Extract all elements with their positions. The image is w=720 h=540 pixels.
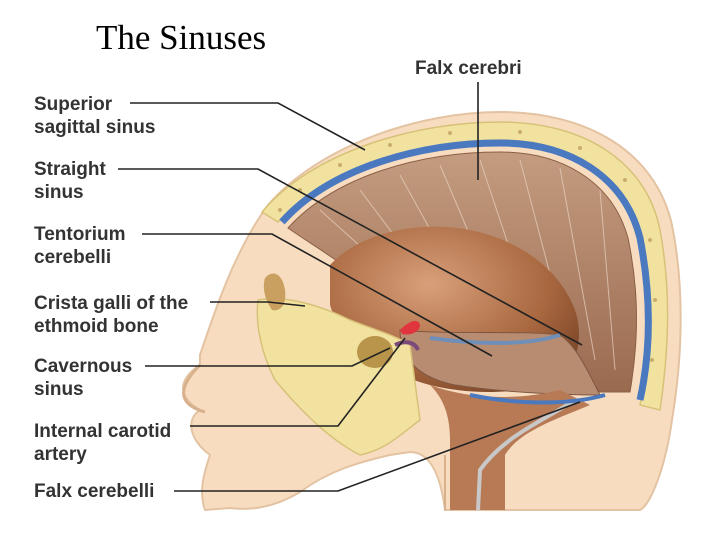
label-falx-cerebelli: Falx cerebelli — [34, 480, 154, 503]
label-straight-line2: sinus — [34, 181, 106, 204]
label-straight-sinus: Straight sinus — [34, 158, 106, 204]
label-tentorium-line1: Tentorium — [34, 223, 125, 246]
label-superior-sagittal-line2: sagittal sinus — [34, 116, 155, 139]
label-carotid-line2: artery — [34, 443, 171, 466]
label-carotid-line1: Internal carotid — [34, 420, 171, 443]
label-cavernous-sinus: Cavernous sinus — [34, 355, 132, 401]
label-straight-line1: Straight — [34, 158, 106, 181]
label-superior-sagittal-line1: Superior — [34, 93, 155, 116]
label-internal-carotid-artery: Internal carotid artery — [34, 420, 171, 466]
label-crista-galli-line2: ethmoid bone — [34, 315, 188, 338]
label-cavernous-line2: sinus — [34, 378, 132, 401]
label-tentorium-cerebelli: Tentorium cerebelli — [34, 223, 125, 269]
leader-superior-sagittal — [130, 103, 365, 150]
label-tentorium-line2: cerebelli — [34, 246, 125, 269]
label-falx-cerebri: Falx cerebri — [415, 57, 522, 80]
label-falx-cerebri-text: Falx cerebri — [415, 57, 522, 80]
label-cavernous-line1: Cavernous — [34, 355, 132, 378]
sphenoid-sinus-cavity — [357, 336, 393, 368]
label-superior-sagittal-sinus: Superior sagittal sinus — [34, 93, 155, 139]
label-crista-galli: Crista galli of the ethmoid bone — [34, 292, 188, 338]
label-crista-galli-line1: Crista galli of the — [34, 292, 188, 315]
label-falx-cerebelli-text: Falx cerebelli — [34, 480, 154, 503]
